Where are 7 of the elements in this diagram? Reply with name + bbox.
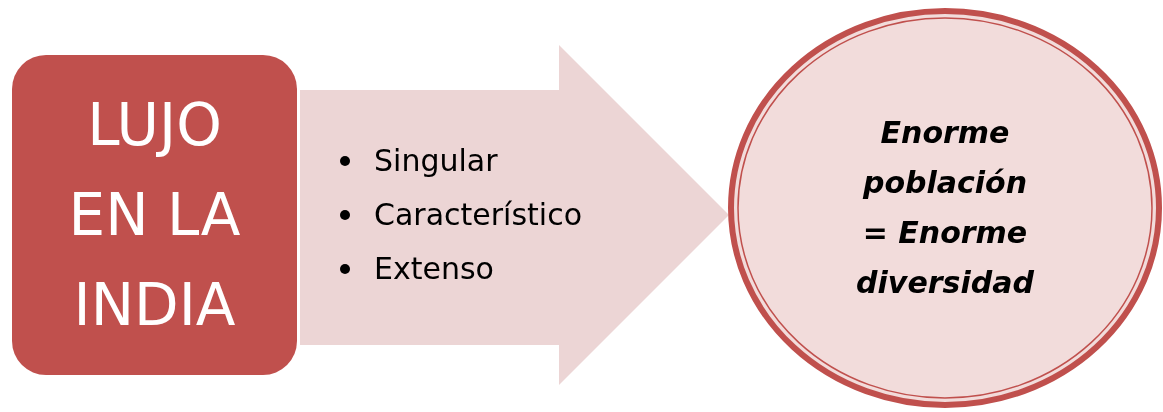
bullet-text: Singular — [374, 142, 498, 180]
circle-text: Enorme población = Enorme diversidad — [855, 114, 1035, 302]
rounded-box — [12, 55, 297, 375]
bullet-text: Característico — [374, 196, 582, 234]
box-title: LUJO EN LA INDIA — [67, 90, 242, 341]
bullet-text: Extenso — [374, 250, 494, 288]
block-arrow — [300, 45, 729, 385]
